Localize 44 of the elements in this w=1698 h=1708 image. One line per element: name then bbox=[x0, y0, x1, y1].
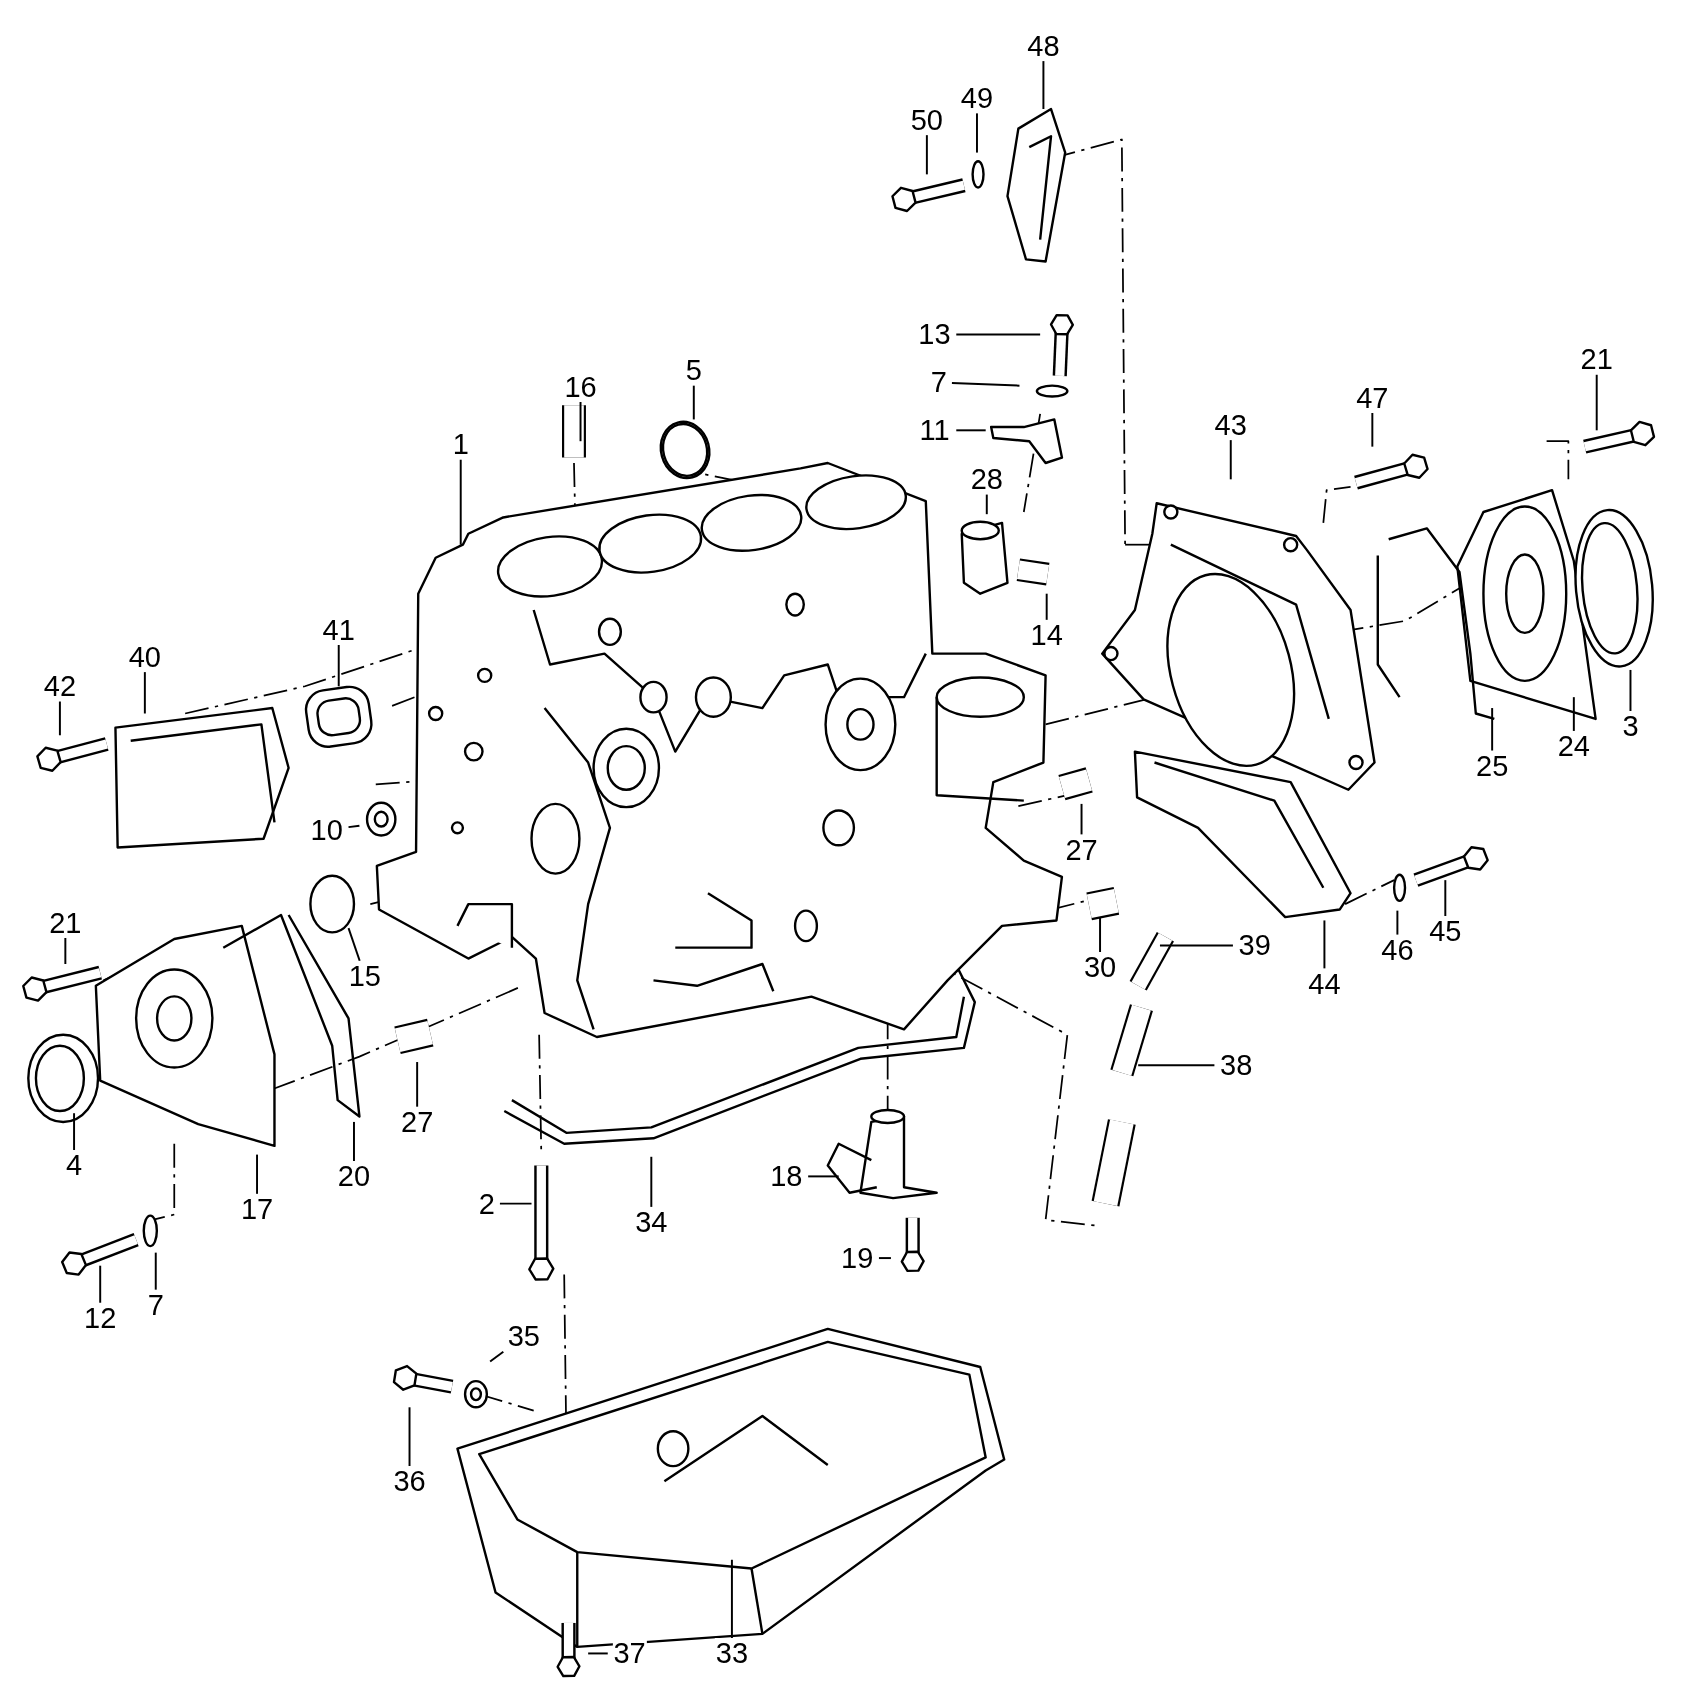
leader-line bbox=[807, 1175, 840, 1178]
leader-line bbox=[587, 1652, 609, 1655]
leader-line bbox=[650, 1155, 653, 1208]
leader-line bbox=[1491, 707, 1494, 752]
leader-line bbox=[347, 927, 361, 962]
leader-line bbox=[498, 1202, 533, 1205]
leader-line bbox=[976, 112, 978, 154]
leader-line bbox=[985, 493, 988, 516]
leader-line bbox=[143, 671, 146, 715]
leader-line bbox=[730, 1558, 733, 1640]
leader-line bbox=[1629, 668, 1632, 713]
leader-line bbox=[99, 1264, 102, 1304]
leader-line bbox=[347, 824, 361, 829]
leader-line bbox=[489, 1350, 505, 1363]
leader-line bbox=[64, 936, 67, 965]
leader-line bbox=[1572, 696, 1575, 732]
leader-line bbox=[692, 384, 695, 421]
leader-line bbox=[73, 1112, 76, 1152]
leader-line bbox=[337, 643, 340, 688]
leader-line bbox=[1229, 439, 1232, 481]
leader-line bbox=[1396, 909, 1399, 936]
leader-line bbox=[408, 1406, 411, 1468]
leader-line bbox=[1323, 919, 1326, 970]
leader-line bbox=[154, 1251, 157, 1291]
leader-line bbox=[1595, 373, 1598, 432]
leader-line bbox=[925, 134, 928, 176]
leader-line bbox=[950, 381, 1021, 387]
leader-line bbox=[579, 401, 582, 443]
leader-line bbox=[416, 1061, 419, 1108]
leader-line bbox=[1371, 411, 1374, 448]
leader-line bbox=[955, 333, 1042, 336]
leader-line bbox=[1099, 916, 1102, 953]
leader-line bbox=[1080, 802, 1083, 836]
leader-line bbox=[353, 1120, 355, 1163]
leader-line bbox=[1042, 60, 1045, 110]
leader-line bbox=[1045, 592, 1048, 621]
leader-line bbox=[58, 700, 61, 737]
leader-line bbox=[256, 1153, 259, 1195]
leader-line bbox=[955, 429, 987, 432]
leader-line bbox=[1444, 879, 1447, 918]
leader-line bbox=[877, 1257, 892, 1260]
leader-line bbox=[1159, 944, 1234, 947]
leader-line bbox=[1137, 1064, 1216, 1067]
leader-line bbox=[459, 458, 462, 546]
